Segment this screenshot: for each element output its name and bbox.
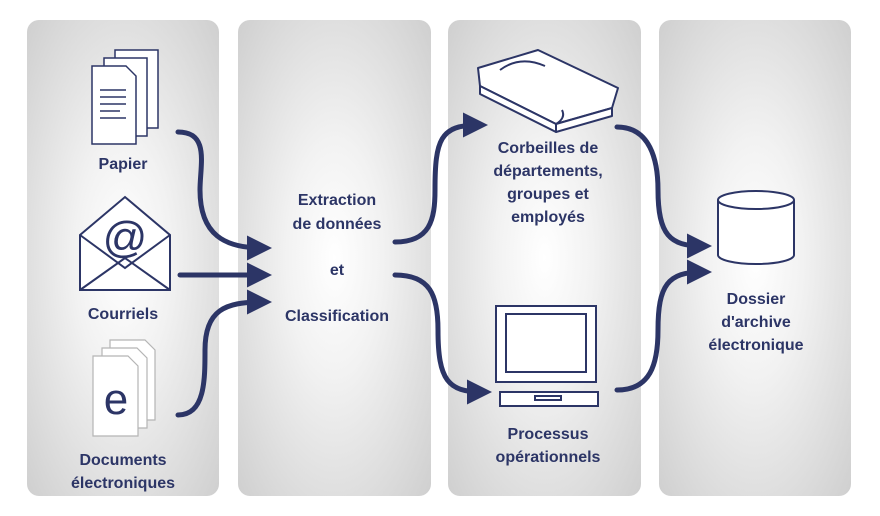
processing-label-line1: Extraction xyxy=(297,192,377,209)
archive-label-line1: Dossier xyxy=(726,291,786,308)
processes-label: Processus opérationnels xyxy=(473,423,623,469)
e-letter: e xyxy=(104,375,128,424)
trays-label-line1: Corbeilles de xyxy=(497,140,599,157)
arrow-processes-to-archive xyxy=(614,259,712,393)
processing-label-line3: et xyxy=(329,262,345,279)
processes-label-line2: opérationnels xyxy=(495,449,601,466)
arrow-trays-to-archive xyxy=(614,124,712,259)
documents-label: Documents électroniques xyxy=(53,449,193,495)
archive-label: Dossier d'archive électronique xyxy=(681,288,831,357)
processing-label: Extraction de données et Classification xyxy=(262,189,412,329)
paper-label: Papier xyxy=(98,156,148,173)
trays-label-line4: employés xyxy=(511,209,585,226)
trays-label-line3: groupes et xyxy=(507,186,589,203)
arrow-processing-to-processes xyxy=(392,272,492,405)
documents-label-line2: électroniques xyxy=(70,475,176,492)
email-label: Courriels xyxy=(87,306,159,323)
email-envelope-icon: @ xyxy=(79,195,171,291)
arrow-processing-to-trays xyxy=(392,112,488,245)
archive-cylinder-icon xyxy=(717,190,795,265)
arrow-documents-to-processing xyxy=(175,289,272,418)
trays-label-line2: départements, xyxy=(493,163,603,180)
archive-label-line2: d'archive xyxy=(721,314,791,331)
computer-icon xyxy=(495,305,599,407)
archive-label-line3: électronique xyxy=(708,337,804,354)
flow-arrows xyxy=(175,112,712,418)
documents-label-line1: Documents xyxy=(79,452,167,469)
paper-documents-icon xyxy=(91,49,159,145)
arrow-paper-to-processing xyxy=(175,129,272,261)
trays-label: Corbeilles de départements, groupes et e… xyxy=(473,137,623,229)
processing-label-line2: de données xyxy=(292,216,382,233)
processes-label-line1: Processus xyxy=(507,426,589,443)
electronic-documents-icon: e xyxy=(92,339,156,437)
at-symbol: @ xyxy=(103,213,148,262)
processing-label-line4: Classification xyxy=(284,308,390,325)
inbox-tray-icon xyxy=(477,49,619,133)
